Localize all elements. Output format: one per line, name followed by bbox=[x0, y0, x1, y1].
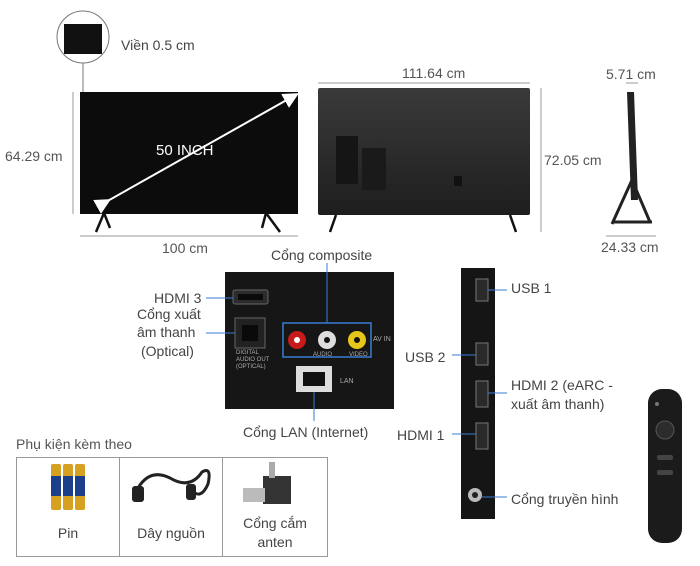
usb2-label: USB 2 bbox=[405, 349, 446, 365]
antenna-adapter-label-1: Cổng cắm bbox=[243, 515, 307, 531]
power-cord-label: Dây nguồn bbox=[137, 525, 205, 541]
antenna-adapter-label-2: anten bbox=[257, 534, 293, 550]
panel-avin-text: AV IN bbox=[373, 336, 391, 343]
antenna-adapter-icon bbox=[243, 462, 291, 504]
rear-port-panel bbox=[225, 272, 394, 409]
back-width-label: 111.64 cm bbox=[402, 65, 466, 81]
accessory-antenna-adapter: Cổng cắm anten bbox=[222, 457, 328, 557]
side-depth-label: 5.71 cm bbox=[606, 66, 656, 82]
accessory-battery: Pin bbox=[16, 457, 120, 557]
panel-lan-text: LAN bbox=[340, 378, 354, 385]
remote-control bbox=[648, 389, 682, 543]
hdmi3-label: HDMI 3 bbox=[154, 290, 202, 306]
side-port-panel bbox=[461, 268, 495, 519]
hdmi2-label-1: HDMI 2 (eARC - bbox=[511, 377, 613, 393]
front-height-label: 64.29 cm bbox=[5, 148, 63, 164]
bezel-label: Viền 0.5 cm bbox=[121, 37, 195, 53]
usb1-label: USB 1 bbox=[511, 280, 552, 296]
hdmi1-label: HDMI 1 bbox=[397, 427, 445, 443]
hdmi2-label-2: xuất âm thanh) bbox=[511, 396, 605, 412]
bezel-zoom bbox=[56, 10, 110, 92]
power-cord-icon bbox=[132, 469, 211, 502]
front-width-label: 100 cm bbox=[162, 240, 208, 256]
front-tv bbox=[72, 92, 299, 237]
lan-label: Cổng LAN (Internet) bbox=[243, 424, 369, 440]
back-tv bbox=[318, 82, 542, 233]
optical-label-2: âm thanh bbox=[137, 324, 196, 340]
battery-icon bbox=[51, 464, 85, 510]
back-height-label: 72.05 cm bbox=[544, 152, 602, 168]
diagonal-label: 50 INCH bbox=[156, 142, 214, 159]
panel-video-text: VIDEO bbox=[349, 352, 368, 358]
side-stand-label: 24.33 cm bbox=[601, 239, 659, 255]
side-port-leaders bbox=[452, 289, 507, 498]
panel-audio-text: AUDIO bbox=[313, 352, 333, 358]
optical-label-1: Cổng xuất bbox=[137, 306, 201, 322]
accessories-title: Phụ kiện kèm theo bbox=[16, 436, 132, 452]
optical-label-3: (Optical) bbox=[141, 343, 194, 359]
side-tv bbox=[606, 82, 656, 237]
antenna-port-label: Cổng truyền hình bbox=[511, 491, 619, 507]
panel-digital-audio-text: DIGITAL AUDIO OUT (OPTICAL) bbox=[236, 350, 270, 370]
battery-label: Pin bbox=[57, 525, 79, 541]
accessory-power-cord: Dây nguồn bbox=[119, 457, 223, 557]
rear-port-leaders bbox=[206, 263, 328, 421]
composite-label: Cổng composite bbox=[271, 247, 373, 263]
